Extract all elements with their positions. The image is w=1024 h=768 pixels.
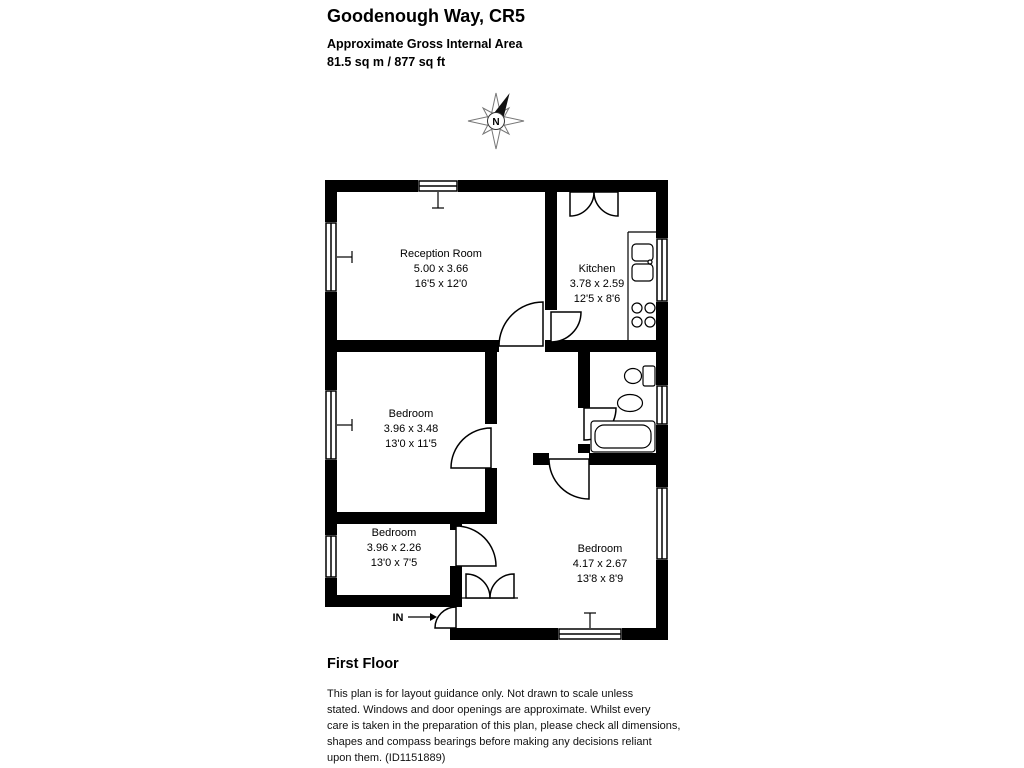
- room-metric-dim: 3.96 x 2.26: [367, 542, 421, 554]
- room-label-reception: Reception Room 5.00 x 3.66 16'5 x 12'0: [400, 248, 482, 290]
- door-swing: [498, 301, 544, 347]
- bathroom-fixtures: [590, 365, 656, 453]
- room-label-bedroom-3: Bedroom 4.17 x 2.67 13'8 x 8'9: [573, 543, 627, 585]
- doors: [434, 191, 619, 629]
- disclaimer: This plan is for layout guidance only. N…: [327, 686, 757, 766]
- entrance-in-label: IN: [393, 612, 404, 624]
- room-metric-dim: 5.00 x 3.66: [414, 263, 468, 275]
- entrance-door-swing: [434, 606, 457, 629]
- room-name: Bedroom: [389, 408, 434, 420]
- room-name: Bedroom: [578, 543, 623, 555]
- area-label: Approximate Gross Internal Area: [327, 37, 523, 51]
- room-imperial-dim: 16'5 x 12'0: [415, 278, 468, 290]
- dimension-ticks: [337, 192, 596, 628]
- window: [656, 487, 668, 560]
- sink-icon: [631, 243, 654, 282]
- window: [325, 222, 337, 292]
- cupboard-door-swing: [593, 191, 619, 217]
- disclaimer-line: This plan is for layout guidance only. N…: [327, 688, 634, 700]
- disclaimer-line: shapes and compass bearings before makin…: [327, 736, 652, 748]
- room-metric-dim: 3.78 x 2.59: [570, 278, 624, 290]
- window: [418, 180, 458, 192]
- cupboard-door-swing: [489, 573, 515, 599]
- room-imperial-dim: 12'5 x 8'6: [574, 293, 620, 305]
- room-imperial-dim: 13'0 x 7'5: [371, 557, 417, 569]
- door-swing: [450, 427, 492, 469]
- room-name: Kitchen: [579, 263, 616, 275]
- room-metric-dim: 4.17 x 2.67: [573, 558, 627, 570]
- entrance-label: IN: [393, 612, 437, 624]
- hob-icon: [631, 302, 656, 328]
- windows: [325, 180, 668, 640]
- basin-icon: [616, 393, 644, 413]
- door-swing: [455, 525, 497, 567]
- bathtub-icon: [590, 420, 656, 453]
- room-metric-dim: 3.96 x 3.48: [384, 423, 438, 435]
- window: [656, 238, 668, 302]
- window: [325, 390, 337, 460]
- room-name: Bedroom: [372, 527, 417, 539]
- cupboard-door-swing: [465, 573, 491, 599]
- cupboard-door-swing: [569, 191, 595, 217]
- floor-label: First Floor: [327, 656, 399, 672]
- compass-north-label: N: [492, 117, 499, 128]
- kitchen-fixtures: [627, 231, 656, 340]
- window: [558, 628, 622, 640]
- page-title: Goodenough Way, CR5: [327, 6, 525, 26]
- window: [656, 385, 668, 425]
- toilet-icon: [623, 365, 656, 387]
- door-swing: [550, 311, 582, 343]
- disclaimer-line: stated. Windows and door openings are ap…: [327, 704, 651, 716]
- room-label-bedroom-2: Bedroom 3.96 x 2.26 13'0 x 7'5: [367, 527, 421, 569]
- entrance-arrow-icon: [408, 613, 437, 621]
- room-name: Reception Room: [400, 248, 482, 260]
- compass-icon: N: [467, 92, 525, 150]
- window: [325, 535, 337, 578]
- room-imperial-dim: 13'8 x 8'9: [577, 573, 623, 585]
- disclaimer-line: care is taken in the preparation of this…: [327, 720, 681, 732]
- room-labels: Reception Room 5.00 x 3.66 16'5 x 12'0 K…: [367, 248, 627, 585]
- room-label-kitchen: Kitchen 3.78 x 2.59 12'5 x 8'6: [570, 263, 624, 305]
- disclaimer-line: upon them. (ID1151889): [327, 752, 446, 764]
- area-value: 81.5 sq m / 877 sq ft: [327, 55, 446, 69]
- room-imperial-dim: 13'0 x 11'5: [385, 438, 437, 450]
- room-label-bedroom-1: Bedroom 3.96 x 3.48 13'0 x 11'5: [384, 408, 438, 450]
- door-swing: [548, 458, 590, 500]
